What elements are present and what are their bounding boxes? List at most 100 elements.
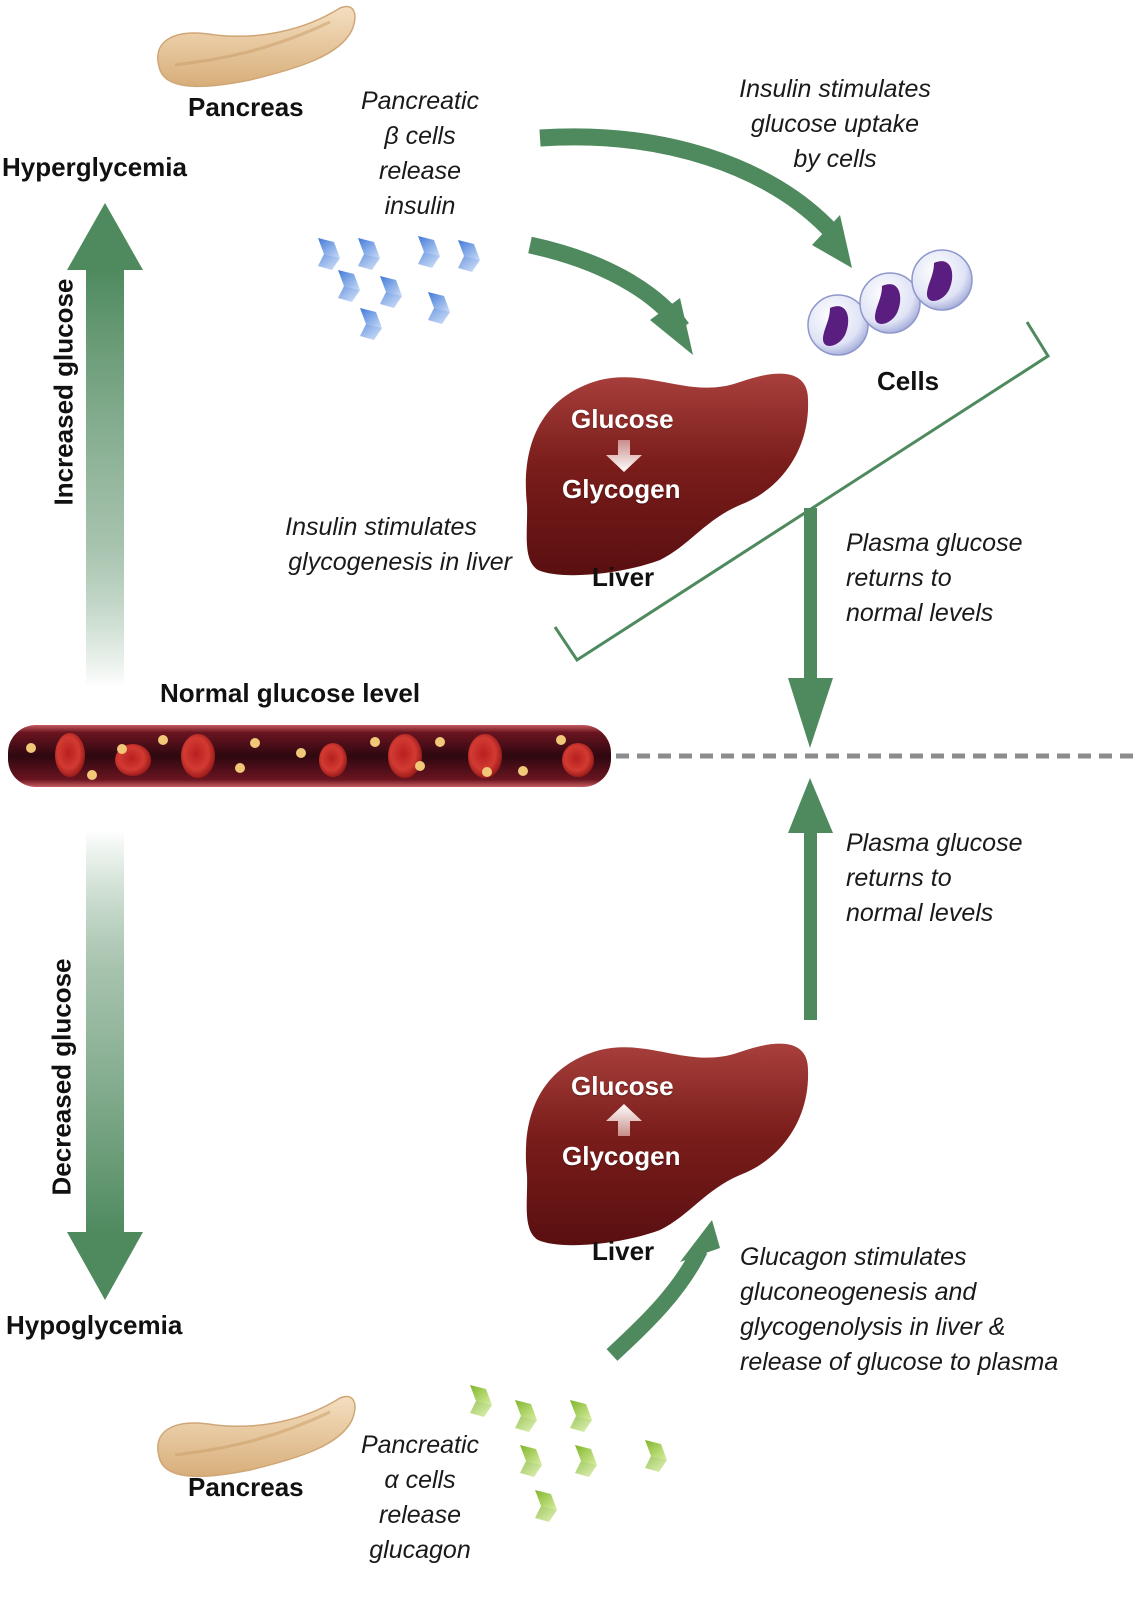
glucose-molecule — [556, 735, 566, 745]
hypoglycemia-label: Hypoglycemia — [6, 1310, 183, 1340]
alpha-cells-caption: Pancreatic α cells release glucagon — [340, 1428, 500, 1568]
arrow-up-to-normal — [788, 778, 833, 1020]
insulin-molecule — [418, 236, 440, 256]
red-blood-cell — [562, 743, 594, 777]
pancreas-bottom-label: Pancreas — [188, 1472, 304, 1502]
caption-line: normal levels — [846, 899, 994, 927]
insulin-molecule — [428, 292, 450, 312]
caption-line: gluconeogenesis and — [740, 1278, 977, 1306]
pancreas-top-label: Pancreas — [188, 92, 304, 122]
caption-line: glucose uptake — [750, 110, 920, 138]
pancreas-bottom-icon — [157, 1395, 356, 1478]
glucagon-molecule — [645, 1440, 667, 1460]
caption-line: α cells — [384, 1466, 456, 1494]
glycogenesis-caption: Insulin stimulates glycogenesis in liver — [250, 510, 512, 580]
glucose-molecule — [435, 737, 445, 747]
decreased-glucose-arrow — [67, 830, 143, 1300]
caption-line: Insulin stimulates — [285, 513, 477, 541]
uptake-caption: Insulin stimulates glucose uptake by cel… — [700, 72, 970, 177]
glucagon-molecule — [515, 1400, 537, 1420]
insulin-molecule — [318, 238, 340, 258]
caption-line: release — [379, 157, 461, 185]
pancreas-top-icon — [157, 5, 356, 88]
caption-line: β cells — [384, 122, 456, 150]
liver-bottom-glycogen: Glycogen — [562, 1141, 681, 1171]
liver-top-label: Liver — [592, 562, 655, 592]
insulin-particles — [318, 236, 480, 340]
insulin-molecule — [458, 256, 480, 272]
liver-top-glucose: Glucose — [571, 404, 674, 434]
glucagon-molecule — [645, 1456, 667, 1472]
glucose-molecule — [87, 770, 97, 780]
caption-line: glycogenesis in liver — [288, 548, 512, 576]
body-cells-icon — [807, 249, 973, 356]
liver-bottom-glucose: Glucose — [571, 1071, 674, 1101]
glucagon-molecule — [520, 1461, 542, 1477]
beta-cells-caption: Pancreatic β cells release insulin — [340, 84, 500, 224]
liver-top-glycogen: Glycogen — [562, 474, 681, 504]
insulin-molecule — [380, 276, 402, 296]
caption-line: insulin — [384, 192, 456, 220]
caption-line: glycogenolysis in liver & — [740, 1313, 1006, 1341]
glucose-molecule — [296, 748, 306, 758]
normal-glucose-label: Normal glucose level — [160, 678, 421, 708]
caption-line: Pancreatic — [360, 87, 480, 115]
arrow-insulin-to-liver — [528, 236, 693, 355]
caption-line: release of glucose to plasma — [740, 1348, 1059, 1376]
red-blood-cell — [319, 743, 347, 777]
glucagon-particles — [470, 1385, 667, 1522]
red-blood-cell — [388, 734, 422, 778]
arrow-down-to-normal — [788, 508, 833, 748]
return-caption-bottom: Plasma glucose returns to normal levels — [846, 826, 1022, 931]
glucagon-molecule — [520, 1445, 542, 1465]
decreased-glucose-label: Decreased glucose — [46, 958, 77, 1196]
liver-bottom-icon — [525, 1043, 809, 1246]
return-caption-top: Plasma glucose returns to normal levels — [846, 526, 1022, 631]
insulin-molecule — [358, 254, 380, 270]
insulin-molecule — [360, 308, 382, 328]
hyperglycemia-label: Hyperglycemia — [2, 152, 187, 182]
glucagon-molecule — [515, 1416, 537, 1432]
increased-glucose-arrow — [67, 203, 143, 688]
red-blood-cell — [181, 734, 215, 778]
caption-line: normal levels — [846, 599, 994, 627]
red-blood-cell — [55, 733, 85, 777]
glucagon-molecule — [470, 1385, 492, 1405]
red-blood-cell — [468, 734, 502, 778]
caption-line: release — [379, 1501, 461, 1529]
caption-line: Glucagon stimulates — [740, 1243, 967, 1271]
glucose-molecule — [158, 735, 168, 745]
insulin-molecule — [458, 240, 480, 260]
liver-top-icon — [525, 373, 809, 576]
blood-vessel-icon — [8, 725, 611, 787]
glucagon-molecule — [535, 1490, 557, 1510]
glucose-molecule — [26, 743, 36, 753]
glucose-molecule — [518, 766, 528, 776]
glucagon-molecule — [535, 1506, 557, 1522]
arrow-glucagon-to-liver — [606, 1220, 720, 1361]
caption-line: returns to — [846, 864, 952, 892]
caption-line: Plasma glucose — [846, 529, 1023, 557]
glucose-molecule — [415, 761, 425, 771]
caption-line: by cells — [793, 145, 877, 173]
caption-line: returns to — [846, 564, 952, 592]
glucose-molecule — [117, 744, 127, 754]
insulin-molecule — [338, 286, 360, 302]
increased-glucose-label: Increased glucose — [48, 278, 79, 506]
glucagon-molecule — [570, 1416, 592, 1432]
glucagon-molecule — [570, 1400, 592, 1420]
insulin-molecule — [358, 238, 380, 258]
liver-bottom-label: Liver — [592, 1236, 655, 1266]
cells-label: Cells — [877, 366, 940, 396]
insulin-molecule — [338, 270, 360, 290]
glucose-molecule — [250, 738, 260, 748]
glucose-molecule — [482, 767, 492, 777]
insulin-molecule — [380, 292, 402, 308]
insulin-molecule — [360, 324, 382, 340]
glucagon-molecule — [470, 1401, 492, 1417]
insulin-molecule — [418, 252, 440, 268]
caption-line: Insulin stimulates — [739, 75, 931, 103]
glucose-molecule — [235, 763, 245, 773]
insulin-molecule — [318, 254, 340, 270]
glucagon-molecule — [575, 1445, 597, 1465]
